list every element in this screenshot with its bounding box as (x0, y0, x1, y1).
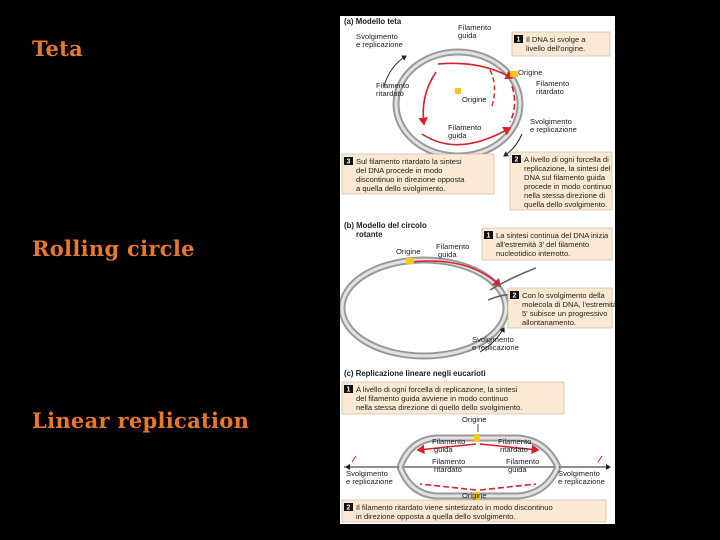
origin-marker (406, 258, 414, 264)
svg-text:1: 1 (517, 37, 521, 44)
svg-text:1: 1 (487, 233, 491, 240)
label-rolling-circle: Rolling circle (32, 236, 195, 261)
label-origine: Origine (518, 68, 542, 77)
theta-circle (383, 48, 524, 160)
svg-text:A livello di ogni forcella dir: A livello di ogni forcella direplicazion… (524, 155, 611, 209)
svg-text:2: 2 (513, 293, 517, 300)
panel-c-title: (c) Replicazione lineare negli eucarioti (344, 369, 486, 378)
primer-mark (597, 455, 603, 463)
svg-text:2: 2 (515, 157, 519, 164)
linear-bubble (344, 424, 611, 508)
label-origine: Origine (396, 247, 420, 256)
label-origine: Origine (462, 95, 486, 104)
origin-marker (474, 434, 480, 442)
svg-text:A livello di ogni forcella di: A livello di ogni forcella di replicazio… (356, 385, 522, 412)
panel-c: (c) Replicazione lineare negli eucarioti… (341, 369, 611, 523)
step-box-c1: 1 A livello di ogni forcella di replicaz… (341, 381, 565, 415)
origin-marker (474, 492, 480, 500)
panel-a-title: (a) Modello teta (344, 17, 402, 26)
primer-mark (351, 455, 357, 463)
svg-text:2: 2 (347, 505, 351, 512)
svg-text:1: 1 (347, 387, 351, 394)
origin-marker (510, 71, 518, 77)
label-linear-replication: Linear replication (32, 408, 250, 433)
svg-text:3: 3 (347, 159, 351, 166)
rolling-circle (340, 256, 537, 360)
step-box-c2: 2 Il filamento ritardato viene sintetizz… (341, 499, 607, 523)
label-origine: Origine (462, 491, 486, 500)
svg-text:La sintesi continua del DNA in: La sintesi continua del DNA iniziaall'es… (496, 231, 609, 258)
label-origine: Origine (462, 415, 486, 424)
label-teta: Teta (32, 36, 84, 61)
svg-text:Il filamento ritardato viene s: Il filamento ritardato viene sintetizzat… (356, 503, 553, 521)
origin-marker (455, 88, 461, 94)
